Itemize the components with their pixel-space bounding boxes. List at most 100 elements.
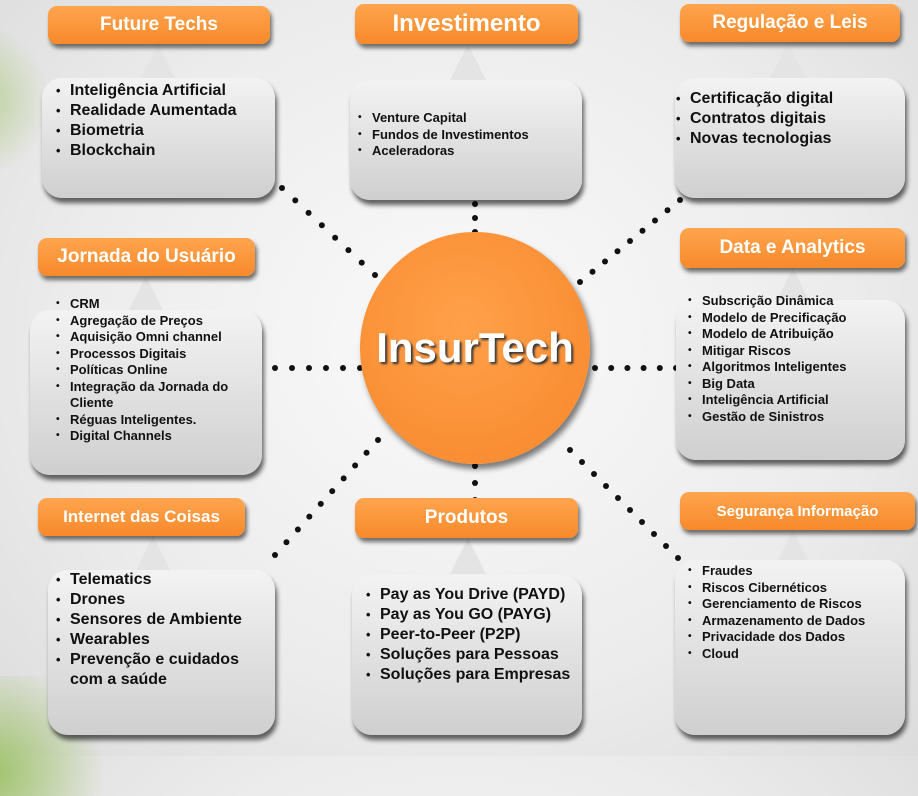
list-item: Integração da Jornada do Cliente bbox=[56, 379, 256, 412]
produtos-title: Produtos bbox=[355, 498, 578, 538]
connector-dot bbox=[614, 248, 621, 255]
connector-dot bbox=[602, 258, 608, 265]
center-label: InsurTech bbox=[376, 324, 574, 371]
seguranca-title: Segurança Informação bbox=[680, 492, 915, 530]
connector-dot bbox=[352, 462, 359, 469]
list-item: Inteligência Artificial bbox=[56, 81, 237, 101]
seguranca-list: FraudesRiscos CibernéticosGerenciamento … bbox=[688, 563, 903, 662]
connector-dot bbox=[472, 463, 478, 469]
list-item: Realidade Aumentada bbox=[56, 101, 237, 121]
connector-dot bbox=[306, 513, 313, 520]
list-item: Telematics bbox=[56, 570, 271, 590]
background-decoration bbox=[0, 20, 50, 180]
list-item: Armazenamento de Dados bbox=[688, 613, 903, 630]
connector-dot bbox=[624, 365, 631, 371]
connector-dot bbox=[345, 247, 352, 254]
connector-dot bbox=[340, 475, 347, 482]
list-item: Big Data bbox=[688, 376, 847, 393]
connector-dot bbox=[639, 519, 645, 525]
list-item: Pay as You Drive (PAYD) bbox=[366, 585, 570, 605]
regulacao-list: Certificação digitalContratos digitaisNo… bbox=[676, 89, 833, 149]
connector-dot bbox=[577, 279, 583, 285]
connector-dots bbox=[272, 185, 693, 573]
connector-dot bbox=[675, 555, 681, 561]
iot-title: Internet das Coisas bbox=[38, 498, 245, 536]
connector-dot bbox=[627, 507, 633, 513]
list-item: Peer-to-Peer (P2P) bbox=[366, 625, 570, 645]
connector-dot bbox=[317, 500, 324, 507]
list-item: Aceleradoras bbox=[358, 143, 529, 160]
connector-dot bbox=[639, 227, 646, 234]
jornada-list: CRMAgregação de PreçosAquisição Omni cha… bbox=[56, 296, 256, 445]
investimento-list: Venture CapitalFundos de InvestimentosAc… bbox=[358, 110, 529, 160]
regulacao-title: Regulação e Leis bbox=[680, 4, 900, 42]
list-item: Novas tecnologias bbox=[676, 129, 833, 149]
connector-dot bbox=[663, 543, 669, 549]
list-item: Digital Channels bbox=[56, 428, 256, 445]
list-item: Soluções para Empresas bbox=[366, 665, 570, 685]
list-item: CRM bbox=[56, 296, 256, 313]
list-item: Biometria bbox=[56, 121, 237, 141]
list-item: Soluções para Pessoas bbox=[366, 645, 570, 665]
list-item: Aquisição Omni channel bbox=[56, 329, 256, 346]
list-item: Venture Capital bbox=[358, 110, 529, 127]
connector-dot bbox=[363, 449, 370, 456]
list-item: Fraudes bbox=[688, 563, 903, 580]
jornada-title: Jornada do Usuário bbox=[38, 238, 255, 276]
connector-dot bbox=[591, 471, 597, 477]
connector-dot bbox=[579, 459, 585, 465]
connector-dot bbox=[656, 365, 663, 371]
connector-dot bbox=[627, 238, 633, 244]
list-item: Drones bbox=[56, 590, 271, 610]
connector-dot bbox=[589, 268, 596, 275]
connector-dot bbox=[340, 365, 346, 371]
connector-dot bbox=[306, 365, 312, 371]
connector-dot bbox=[323, 365, 329, 371]
list-item: Políticas Online bbox=[56, 362, 256, 379]
callout-tail bbox=[450, 44, 486, 80]
list-item: Fundos de Investimentos bbox=[358, 127, 529, 144]
connector-dot bbox=[472, 201, 478, 207]
connector-dot bbox=[294, 526, 301, 533]
iot-list: TelematicsDronesSensores de AmbienteWear… bbox=[56, 570, 271, 690]
callout-tail bbox=[140, 44, 176, 80]
connector-dot bbox=[272, 365, 278, 371]
insurtech-center: InsurTech bbox=[360, 232, 590, 464]
list-item: Privacidade dos Dados bbox=[688, 629, 903, 646]
callout-tail bbox=[135, 536, 171, 572]
connector-dot bbox=[283, 539, 290, 546]
connector-dot bbox=[472, 215, 478, 221]
list-item: Wearables bbox=[56, 630, 271, 650]
connector-dot bbox=[375, 437, 381, 443]
connector-dot bbox=[567, 447, 573, 453]
connector-dot bbox=[652, 217, 658, 224]
list-item: Prevenção e cuidados com a saúde bbox=[56, 650, 271, 690]
connector-dot bbox=[279, 185, 285, 191]
connector-dot bbox=[472, 480, 478, 486]
connector-dot bbox=[615, 495, 621, 501]
connector-dot bbox=[608, 365, 615, 371]
data-analytics-title: Data e Analytics bbox=[680, 228, 905, 268]
list-item: Mitigar Riscos bbox=[688, 343, 847, 360]
connector-dot bbox=[329, 488, 336, 495]
callout-tail bbox=[770, 42, 806, 78]
list-item: Contratos digitais bbox=[676, 109, 833, 129]
list-item: Subscrição Dinâmica bbox=[688, 293, 847, 310]
list-item: Gerenciamento de Riscos bbox=[688, 596, 903, 613]
list-item: Blockchain bbox=[56, 141, 237, 161]
list-item: Gestão de Sinistros bbox=[688, 409, 847, 426]
connector-dot bbox=[664, 207, 671, 214]
produtos-list: Pay as You Drive (PAYD)Pay as You GO (PA… bbox=[366, 585, 570, 685]
connector-dot bbox=[372, 272, 378, 278]
connector-dot bbox=[592, 365, 598, 371]
future-techs-list: Inteligência ArtificialRealidade Aumenta… bbox=[56, 81, 237, 161]
list-item: Réguas Inteligentes. bbox=[56, 412, 256, 429]
list-item: Agregação de Preços bbox=[56, 313, 256, 330]
future-techs-title: Future Techs bbox=[48, 6, 270, 44]
connector-dot bbox=[603, 483, 609, 489]
connector-dot bbox=[292, 197, 299, 204]
list-item: Riscos Cibernéticos bbox=[688, 580, 903, 597]
connector-dot bbox=[318, 222, 325, 229]
list-item: Algoritmos Inteligentes bbox=[688, 359, 847, 376]
list-item: Modelo de Atribuição bbox=[688, 326, 847, 343]
